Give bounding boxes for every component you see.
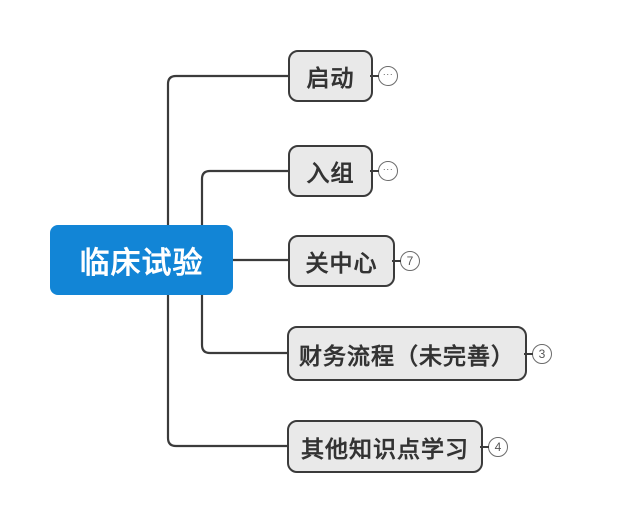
collapse-badge-value: 3 [538,346,546,361]
connector-root-to-branch-1 [166,74,290,227]
collapse-badge-value: 4 [494,439,502,454]
connector-root-to-branch-5 [166,293,289,448]
collapse-badge[interactable]: 7 [392,251,420,271]
branch-node-label: 其他知识点学习 [301,435,469,462]
collapse-badge-value: 7 [406,254,414,268]
connector-root-to-branch-4 [200,293,289,355]
branch-node-startup[interactable]: 启动 ··· [288,50,398,102]
collapse-badge[interactable]: ··· [370,66,398,86]
collapse-badge-value: ··· [382,164,394,174]
branch-node-label: 入组 [306,160,355,186]
branch-node-other-knowledge[interactable]: 其他知识点学习 4 [287,420,508,473]
branch-node-label: 关中心 [305,250,378,276]
branch-node-close-center[interactable]: 关中心 7 [288,235,420,287]
branch-node-enrollment[interactable]: 入组 ··· [288,145,398,197]
root-node[interactable]: 临床试验 [50,225,233,295]
collapse-badge[interactable]: 4 [480,436,508,457]
branch-node-label: 启动 [306,65,355,91]
connector-root-to-branch-2 [200,169,290,227]
collapse-badge[interactable]: 3 [524,343,552,364]
root-node-label: 临床试验 [79,247,204,280]
branch-node-label: 财务流程（未完善） [299,342,515,369]
collapse-badge-value: ··· [382,69,394,79]
branch-node-finance-process[interactable]: 财务流程（未完善） 3 [287,326,552,381]
collapse-badge[interactable]: ··· [370,161,398,181]
